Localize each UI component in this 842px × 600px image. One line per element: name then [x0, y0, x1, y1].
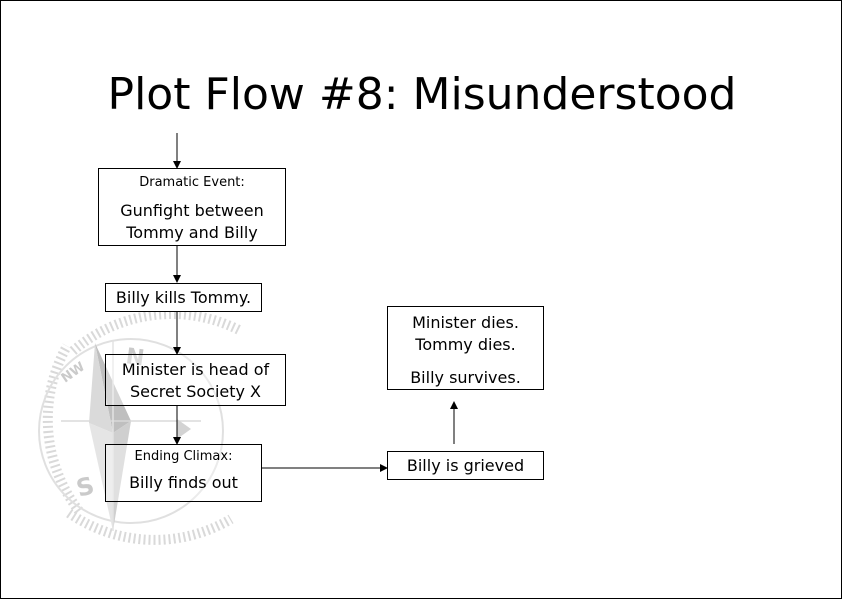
minister-box: Minister is head of Secret Society X	[105, 354, 286, 406]
compass-letter-n: N	[124, 344, 146, 371]
outcome-line1: Minister dies.	[412, 313, 519, 332]
minister-line2: Secret Society X	[129, 382, 262, 401]
ending-climax-box: Ending Climax: Billy finds out	[105, 444, 262, 502]
dramatic-event-line2: Tommy and Billy	[126, 223, 258, 242]
ending-climax-heading: Ending Climax:	[134, 449, 233, 464]
billy-kills-label: Billy kills Tommy.	[115, 288, 252, 307]
billy-grieved-box: Billy is grieved	[387, 451, 544, 480]
dramatic-event-heading: Dramatic Event:	[139, 175, 245, 190]
dramatic-event-box: Dramatic Event: Gunfight between Tommy a…	[98, 168, 286, 246]
minister-line1: Minister is head of	[121, 360, 270, 379]
billy-kills-box: Billy kills Tommy.	[105, 283, 262, 312]
billy-grieved-label: Billy is grieved	[406, 456, 525, 475]
slide-title: Plot Flow #8: Misunderstood	[107, 69, 737, 120]
outcome-box: Minister dies. Tommy dies. Billy survive…	[387, 306, 544, 390]
compass-letter-s: S	[73, 471, 97, 503]
outcome-line3: Billy survives.	[410, 368, 521, 387]
dramatic-event-line1: Gunfight between	[120, 201, 264, 220]
outcome-line2: Tommy dies.	[415, 335, 516, 354]
ending-climax-line1: Billy finds out	[129, 473, 238, 492]
